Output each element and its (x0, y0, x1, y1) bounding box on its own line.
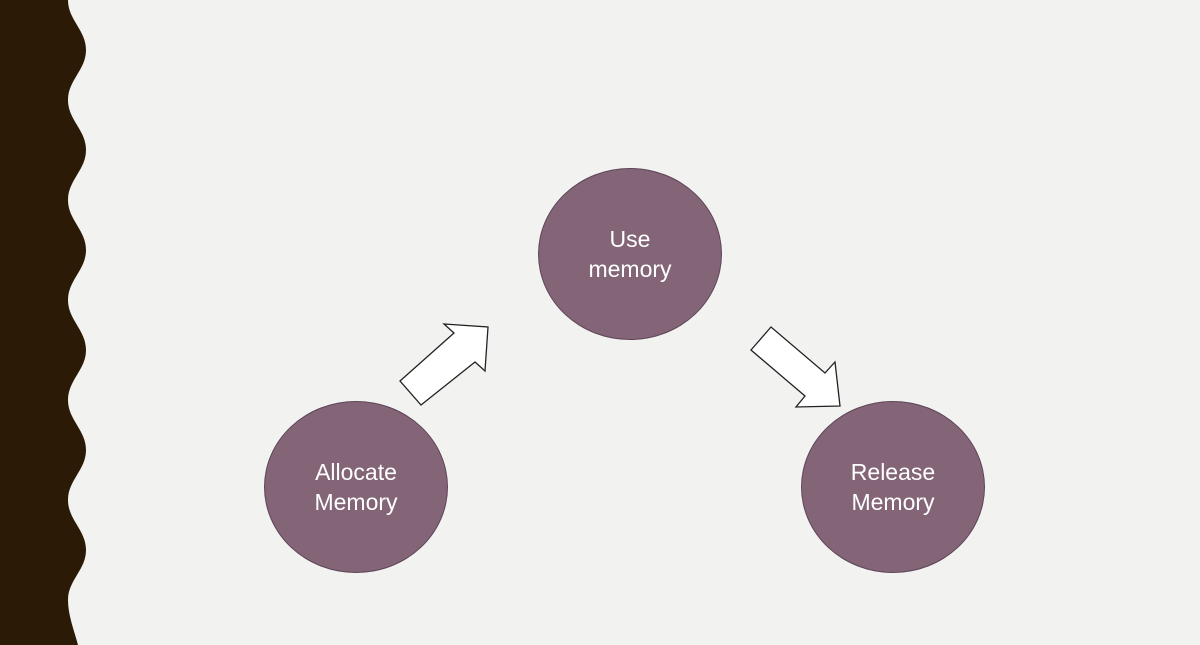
node-release-memory-label: Release Memory (850, 459, 936, 515)
node-allocate-memory: Allocate Memory (264, 401, 448, 573)
arrow-allocate-to-use (399, 323, 489, 406)
arrow-use-to-release (750, 326, 841, 408)
wavy-side-band (0, 0, 86, 645)
node-use-memory-label: Use memory (588, 226, 672, 282)
node-allocate-memory-label: Allocate Memory (314, 459, 398, 515)
node-use-memory: Use memory (538, 168, 722, 340)
node-release-memory: Release Memory (801, 401, 985, 573)
